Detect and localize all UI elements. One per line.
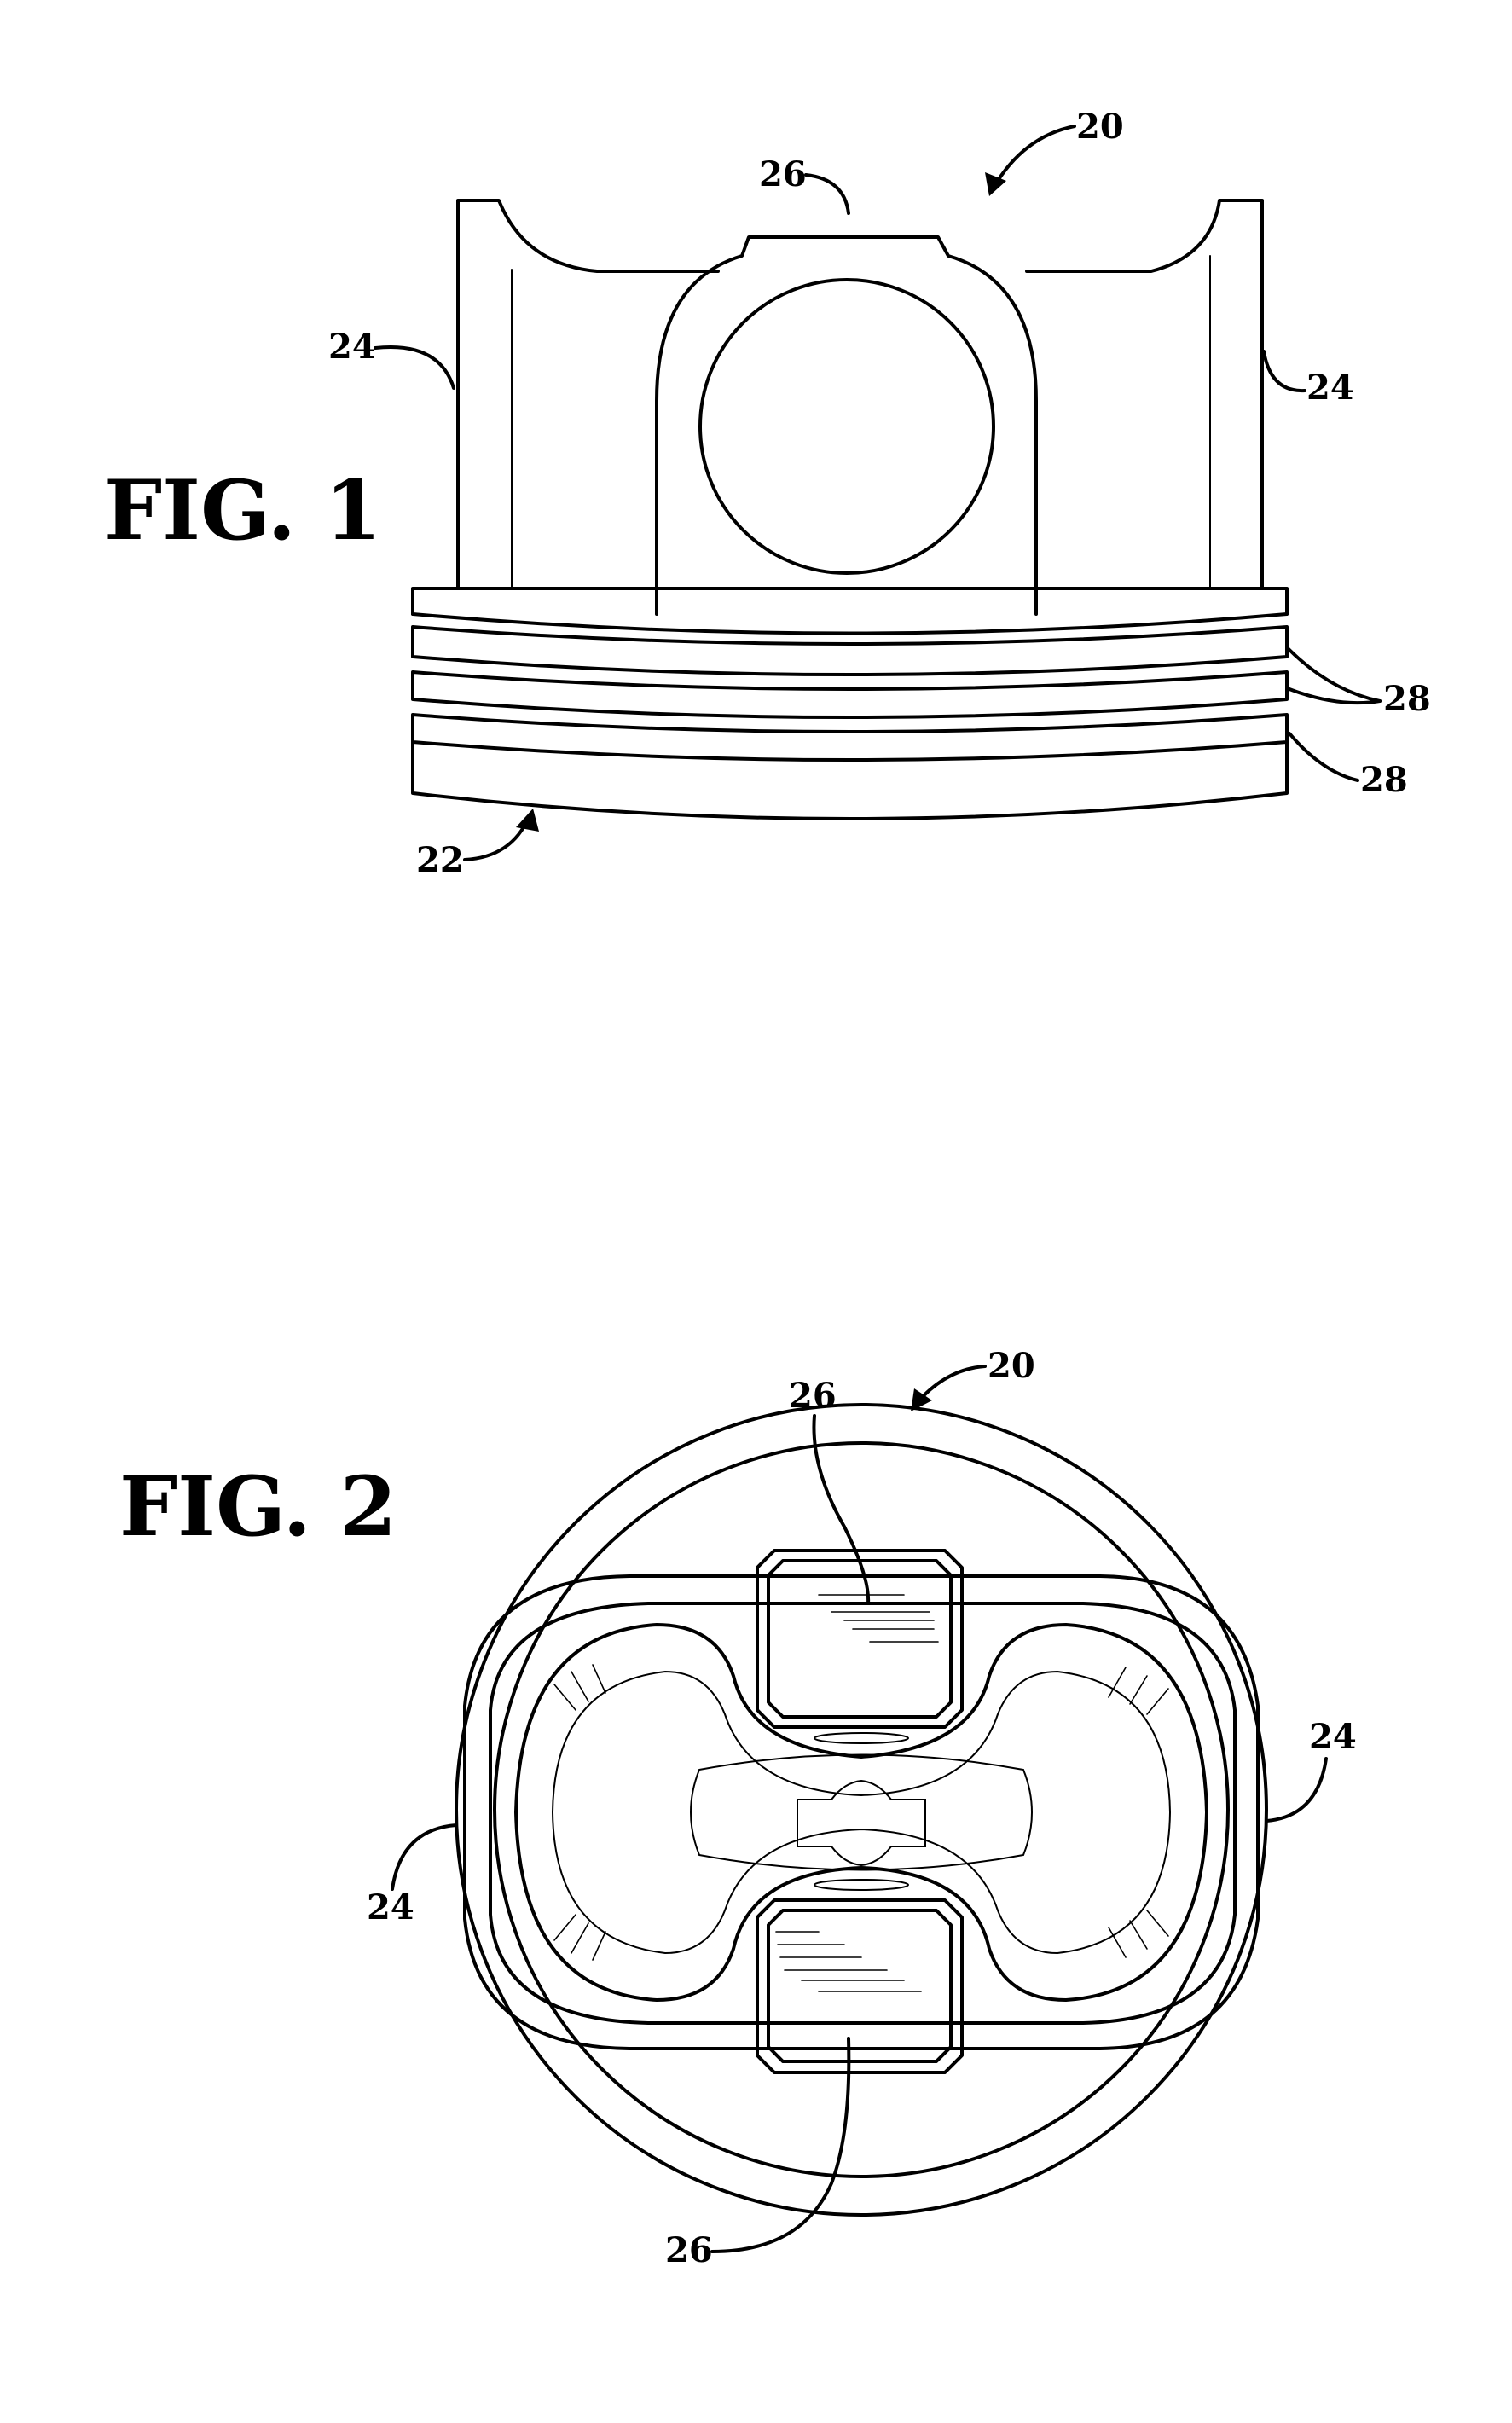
callout-24-right-fig2: 24: [1309, 1717, 1357, 1757]
piston-side-view: [413, 200, 1287, 819]
callout-20: 20: [1076, 107, 1124, 147]
figure-2: FIG. 2: [119, 1346, 1357, 2270]
radial-fins: [554, 1665, 1168, 1960]
figure-2-label: FIG. 2: [119, 1458, 397, 1555]
callout-28-upper: 28: [1383, 679, 1431, 719]
piston-bottom-view: [456, 1405, 1266, 2215]
figure-1-label: FIG. 1: [104, 462, 381, 559]
figure-1: FIG. 1 20 26: [104, 107, 1431, 880]
callout-26-top: 26: [789, 1376, 837, 1416]
arrowhead-22: [516, 809, 539, 832]
callout-22: 22: [416, 840, 464, 880]
callout-28-lower: 28: [1360, 760, 1408, 800]
piston-crown: [413, 742, 1287, 819]
skirt-band-inner: [490, 1603, 1235, 2023]
ring-pack: [413, 588, 1287, 819]
piston-inner-rim: [495, 1443, 1228, 2177]
callout-26: 26: [759, 154, 807, 194]
piston-outer-rim: [456, 1405, 1266, 2215]
upper-slot: [814, 1733, 908, 1743]
lower-slot: [814, 1880, 908, 1890]
callout-24-left-fig2: 24: [367, 1887, 414, 1927]
wrist-pin-bore: [700, 280, 994, 573]
central-boss: [797, 1781, 925, 1865]
callout-20-fig2: 20: [988, 1346, 1035, 1386]
central-pocket: [691, 1755, 1032, 1870]
callout-26-bottom: 26: [665, 2230, 713, 2270]
pin-boss-bottom: [757, 1900, 962, 2072]
inner-cavity: [516, 1625, 1207, 2000]
callout-24-left: 24: [328, 327, 376, 367]
piston-skirt-outline: [458, 200, 1262, 588]
figure-1-callouts: 20 26 24 24 28 28 22: [328, 107, 1431, 880]
pin-boss-outline: [657, 237, 1036, 614]
callout-24-right: 24: [1306, 368, 1354, 408]
